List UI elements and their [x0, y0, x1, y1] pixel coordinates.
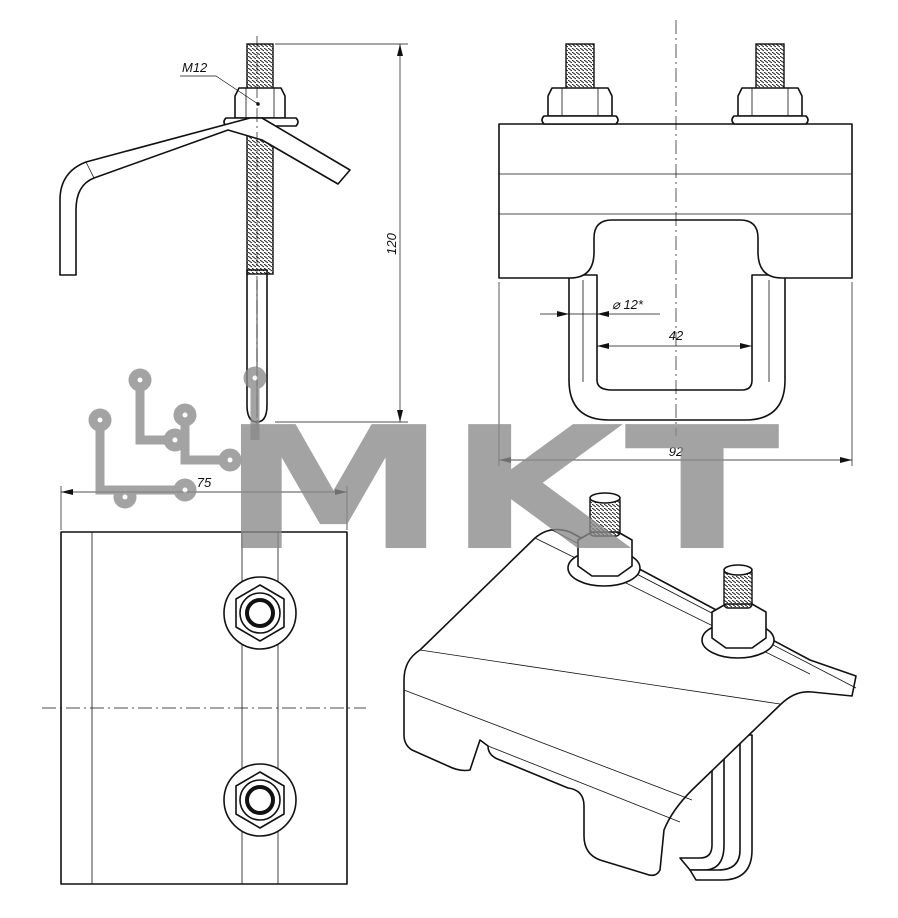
front-bolt-right — [755, 43, 785, 95]
side-view: 120 M12 — [59, 36, 408, 430]
front-view: ⌀ 12* 42 92 — [498, 20, 853, 466]
side-nut — [234, 87, 286, 119]
iso-view — [403, 492, 857, 881]
front-block — [498, 123, 853, 279]
iso-nut-left — [567, 492, 641, 587]
side-height-dim: 120 — [384, 232, 399, 254]
side-bent-plate — [59, 117, 351, 276]
top-nut-upper — [223, 576, 297, 650]
front-rod-dim: ⌀ 12* — [612, 297, 644, 312]
watermark-text: MKT — [220, 391, 780, 589]
front-bolt-left — [565, 43, 595, 95]
side-rod-thread — [246, 43, 274, 275]
top-width-dim: 75 — [197, 475, 212, 490]
side-thread-label: M12 — [182, 60, 208, 75]
watermark: MKT — [88, 366, 780, 589]
top-view: 75 — [42, 475, 366, 885]
front-nut-left — [547, 87, 613, 117]
front-inner-width-dim: 42 — [669, 328, 684, 343]
circuit-logo-icon — [88, 366, 267, 509]
iso-nut-right — [701, 564, 775, 659]
front-overall-width-dim: 92 — [669, 444, 684, 459]
top-nut-lower — [223, 763, 297, 837]
iso-body — [403, 528, 857, 877]
front-nut-right — [737, 87, 803, 117]
